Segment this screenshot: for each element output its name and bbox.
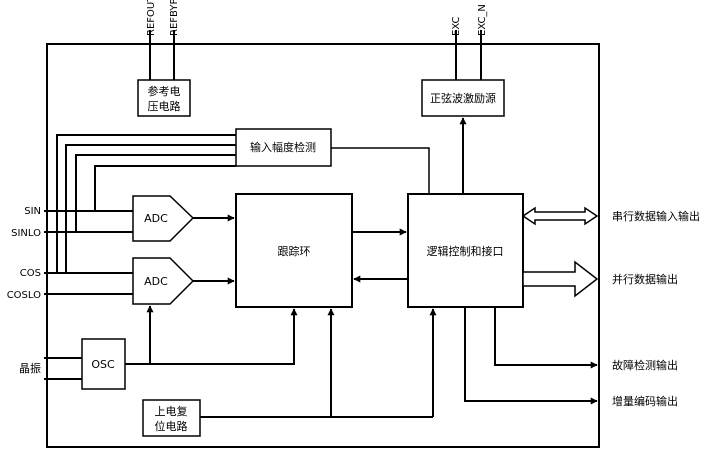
adc-cos-block: [132, 257, 195, 305]
power-on-reset-label-1: 上电复: [155, 404, 188, 418]
adc-sin-block: [132, 195, 195, 242]
refbyp-pin-label: REFBYP: [169, 0, 180, 36]
chip-outline: [46, 43, 600, 448]
fault-output-label: 故障检测输出: [612, 358, 678, 372]
amp-tap-1: [56, 134, 236, 273]
tracking-loop-label: 跟踪环: [278, 244, 311, 258]
power-on-reset-label-2: 位电路: [155, 419, 188, 433]
parallel-output-arrow: [522, 260, 599, 298]
fault-output-line: [494, 307, 598, 369]
coslo-pin-label: COSLO: [7, 290, 41, 301]
serial-io-label: 串行数据输入输出: [612, 209, 700, 223]
refout-pin-label: REFOUT: [146, 0, 157, 36]
incremental-output-label: 增量编码输出: [612, 394, 678, 408]
osc-label: OSC: [91, 358, 115, 371]
cos-pin-label: COS: [20, 268, 41, 279]
incremental-output-line: [464, 307, 598, 405]
crystal-pin-label: 晶振: [19, 361, 41, 375]
osc-to-tracking-line: [125, 308, 298, 365]
amp-to-logic-line: [331, 147, 430, 194]
serial-io-arrow: [521, 206, 599, 226]
sine-excitation-label: 正弦波激励源: [430, 91, 496, 105]
reference-circuit-label-1: 参考电: [148, 84, 181, 98]
amp-tap-2: [65, 144, 236, 273]
amp-tap-3: [75, 154, 236, 232]
exc-pin-label: EXC: [451, 17, 462, 36]
reference-circuit-block: [137, 79, 191, 117]
adc-sin-label: ADC: [144, 212, 168, 225]
exc-n-pin-label: EXC_N: [477, 4, 488, 36]
amplitude-detect-label: 输入幅度检测: [250, 140, 316, 154]
sinlo-pin-label: SINLO: [11, 228, 41, 239]
amp-tap-4: [94, 165, 236, 211]
logic-interface-label: 逻辑控制和接口: [427, 244, 504, 258]
parallel-output-label: 并行数据输出: [612, 272, 678, 286]
sine-excitation-block: [421, 79, 505, 117]
adc-cos-label: ADC: [144, 275, 168, 288]
tracking-loop-block: [235, 193, 353, 308]
sin-pin-label: SIN: [24, 206, 41, 217]
reference-circuit-label-2: 压电路: [148, 100, 181, 113]
